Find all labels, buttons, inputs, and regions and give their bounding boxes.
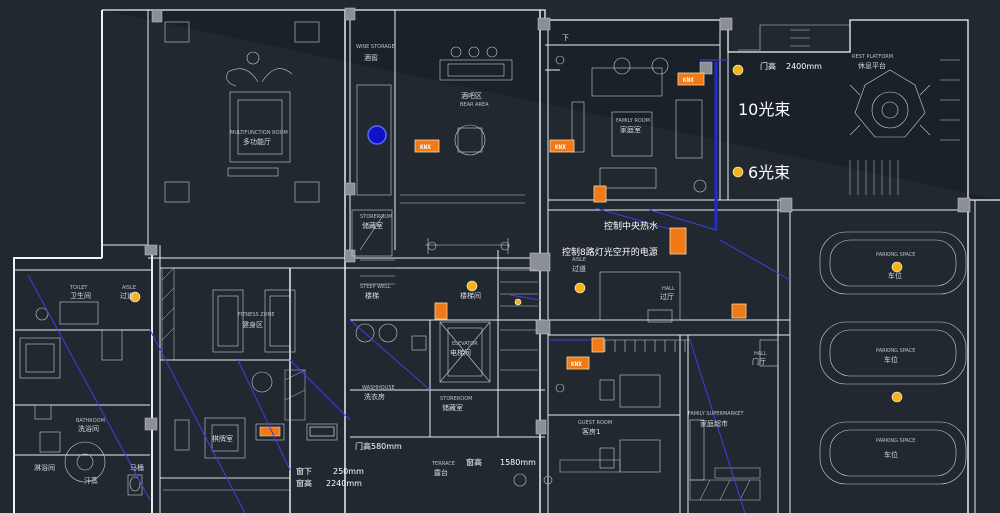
room-aisle-left-en: AISLE [122, 285, 136, 291]
room-shower-zh: 淋浴间 [34, 463, 55, 472]
annotation-control-hot-water: 控制中央热水 [604, 220, 658, 232]
room-stairhall-zh: 楼梯间 [460, 291, 481, 300]
room-chess-zh: 棋牌室 [212, 434, 233, 443]
wiring-lines [27, 59, 791, 513]
room-storeroom-lower-en: STOREROOM [440, 396, 472, 402]
room-aisle-mid-en: AISLE [572, 257, 586, 263]
room-bathroom-en: BATHROOM [76, 418, 105, 424]
room-toilet-en: TOILET [69, 285, 88, 291]
room-aisle-left-zh: 过道 [120, 291, 134, 300]
room-fitness-zh: 健身区 [242, 320, 263, 329]
room-storeroom-lower-zh: 储藏室 [442, 403, 463, 412]
room-multifunction-en: MULTIFUNCTION ROOM [230, 130, 288, 136]
stair-down-arrow: 下 [562, 34, 569, 42]
room-steep-zh: 楼梯 [365, 291, 379, 300]
bar-area-fixtures [351, 46, 525, 257]
room-hall-en: HALL [662, 286, 675, 292]
room-wine-zh: 酒窖 [364, 53, 378, 62]
dim-win-value: 2240mm [326, 479, 362, 488]
room-multifunction-zh: 多功能厅 [243, 137, 271, 146]
room-bathroom-zh: 洗浴间 [78, 424, 99, 433]
outer-walls [13, 9, 1000, 513]
room-storeroom-upper-en: STOREROOM [360, 214, 392, 220]
room-rest-zh: 休息平台 [858, 61, 886, 70]
room-elevator-zh: 电梯间 [450, 348, 471, 357]
annotations: 10光束 6光束 控制中央热水 控制8路灯光空开的电源 [562, 100, 790, 258]
annotation-beam-10: 10光束 [738, 100, 790, 119]
room-toilet-small-zh: 马桶 [130, 463, 144, 472]
left-wing-fixtures [19, 301, 143, 496]
room-rest-en: REST PLATFORM [852, 54, 893, 60]
room-labels: MULTIFUNCTION ROOM 多功能厅 WINE STORAGE 酒窖 … [34, 34, 915, 485]
knx-label-bar: KNX [420, 144, 431, 151]
room-terrace-en: TERRACE [431, 461, 455, 467]
room-hall-zh: 过厅 [660, 292, 674, 301]
dim-door-top-value: 2400mm [786, 62, 822, 71]
room-sauna-zh: 汗蒸 [84, 476, 98, 485]
room-bar-zh: 酒吧区 [461, 92, 482, 100]
room-parking3-en: PARKING SPACE [876, 438, 915, 444]
room-family-en: FAMILY ROOM [616, 118, 650, 124]
room-bar-en: BEAR AREA [460, 102, 489, 108]
room-wine-en: WINE STORAGE [356, 44, 395, 50]
room-parking1-zh: 车位 [888, 271, 902, 280]
room-washhouse-en: WASHHOUSE [362, 385, 395, 391]
room-parking1-en: PARKING SPACE [876, 252, 915, 258]
room-guest-zh: 客房1 [582, 427, 600, 436]
service-fixtures [355, 259, 538, 383]
dimension-labels: 门高 2400mm 门高580mm 窗高 1580mm 窗下 250mm 窗高 … [296, 61, 822, 488]
room-parking2-en: PARKING SPACE [876, 348, 915, 354]
light-fixtures [129, 64, 903, 403]
dim-window-value: 1580mm [500, 458, 536, 467]
hall-fixtures [513, 271, 779, 487]
room-fitness-en: FITNESS ZONE [238, 312, 275, 318]
dim-window-label: 窗高 [466, 457, 482, 467]
structural-columns [144, 7, 971, 435]
multifunction-furniture [164, 21, 320, 203]
dim-sill-label: 窗下 [296, 466, 312, 476]
knx-label-guest: KNX [571, 361, 582, 368]
annotation-beam-6: 6光束 [748, 163, 790, 182]
dim-door-top-label: 门高 [760, 61, 776, 71]
room-aisle-mid-zh: 过道 [572, 264, 586, 273]
rest-platform [738, 24, 960, 195]
annotation-control-power: 控制8路灯光空开的电源 [562, 246, 658, 258]
room-parking2-zh: 车位 [884, 355, 898, 364]
family-room-furniture [555, 55, 707, 193]
room-storeroom-upper-zh: 储藏室 [362, 221, 383, 230]
dim-sill-value: 250mm [333, 467, 364, 476]
knx-label-family-top: KNX [683, 77, 694, 84]
knx-label-family: KNX [555, 144, 566, 151]
room-entry-en: HALL [754, 351, 767, 357]
room-family-zh: 家庭室 [620, 125, 641, 134]
room-terrace-zh: 露台 [434, 468, 448, 477]
room-elevator-en: ELEVATOR [452, 341, 478, 347]
dim-win-label: 窗高 [296, 478, 312, 488]
dim-door-bottom: 门高580mm [355, 441, 402, 451]
knx-panels [414, 72, 747, 370]
room-toilet-zh: 卫生间 [70, 291, 91, 300]
fitness-fixtures [163, 289, 338, 491]
room-parking3-zh: 车位 [884, 450, 898, 459]
room-market-en: FAMILY SUPERMARKET [688, 411, 745, 417]
room-steep-en: STEEP WELL [360, 284, 391, 290]
room-entry-zh: 门厅 [752, 357, 766, 366]
room-guest-en: GUEST ROOM [578, 420, 612, 426]
hatched-walls [161, 267, 761, 501]
parking-cars [819, 231, 967, 485]
room-washhouse-zh: 洗衣房 [364, 392, 385, 401]
room-market-zh: 家庭超市 [700, 419, 728, 428]
